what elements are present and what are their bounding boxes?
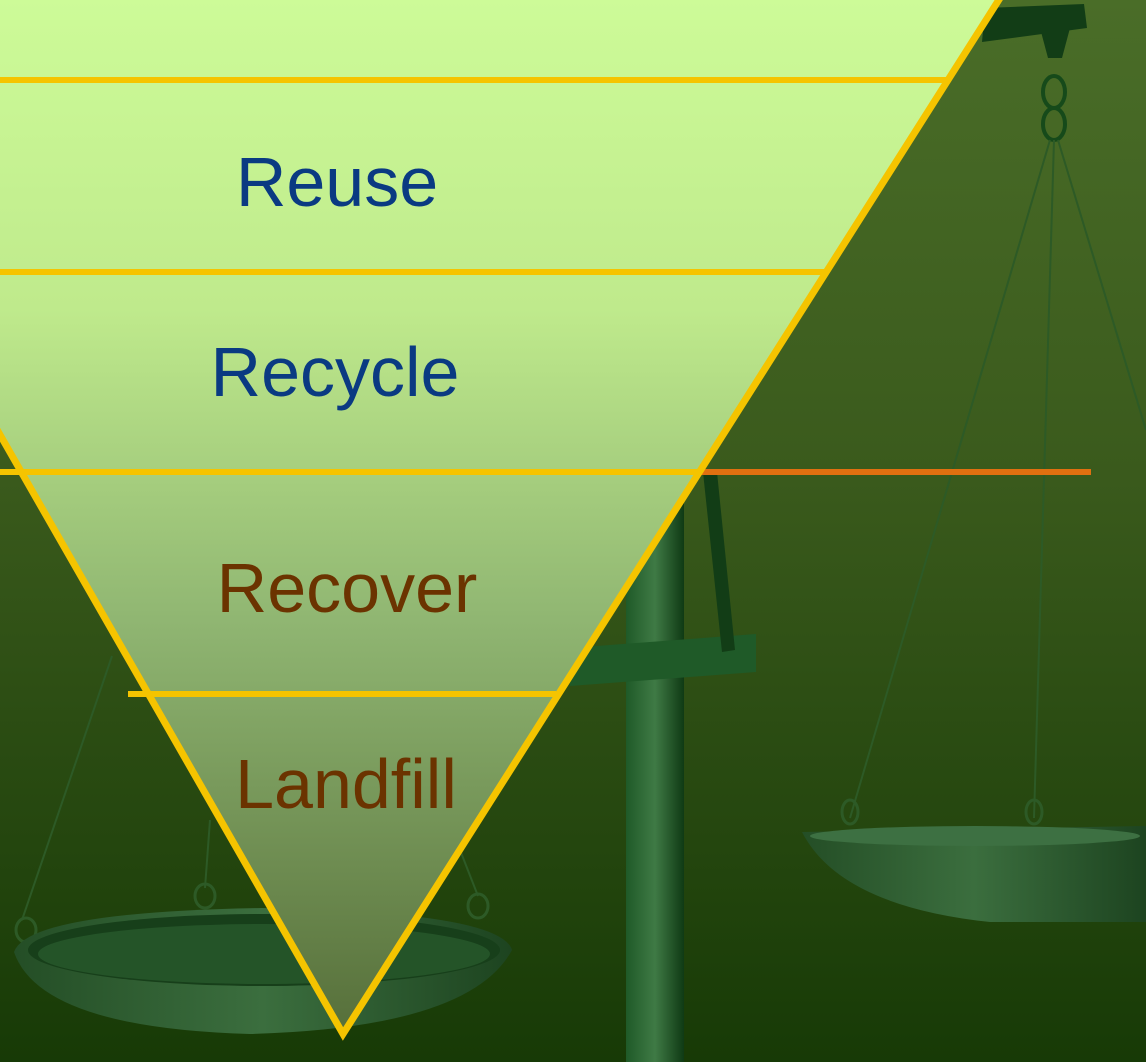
left-pan-ring [466,892,490,920]
right-scale-pan [802,826,1146,922]
right-pan-ring [1024,798,1044,826]
left-pan-string [459,849,479,897]
right-pan-string [1057,139,1146,431]
left-pan-string [21,655,113,921]
right-pan-string [849,139,1051,819]
left-pan-inner [38,924,490,984]
scale-beam-strut [703,472,735,652]
right-pan-string [1033,139,1055,819]
tier-label-recycle: Recycle [211,333,460,411]
right-pan-ring [840,798,860,826]
triangle-fill [0,0,999,1034]
scale-beam-top [982,4,1087,42]
tier-label-reuse: Reuse [236,143,438,221]
tier-label-recover: Recover [217,549,478,627]
waste-hierarchy-triangle [0,0,1091,1041]
right-pan-rim [810,826,1140,846]
triangle-outline [0,0,1003,1041]
scale-hanger-top [1040,28,1070,58]
scale-beam-lower [570,634,756,686]
tier-label-landfill: Landfill [235,745,457,823]
left-pan-string [204,819,211,889]
left-pan-ring [193,882,217,910]
